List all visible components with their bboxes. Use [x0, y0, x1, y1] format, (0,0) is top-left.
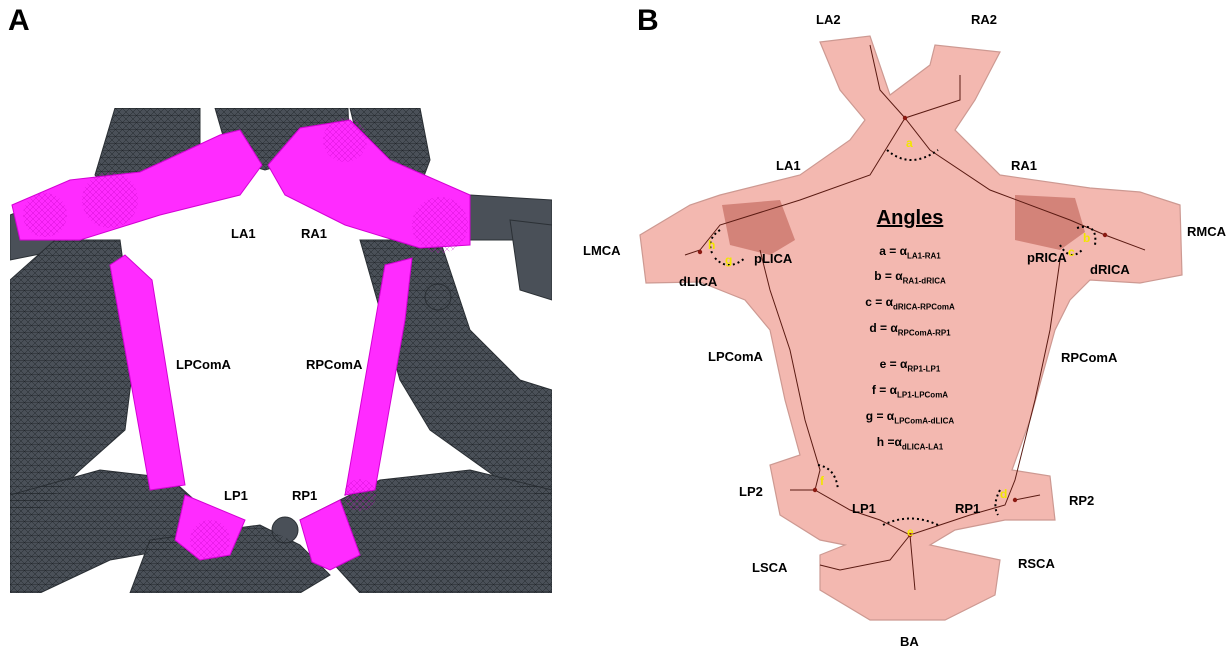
equation-h: h =αdLICA-LA1: [845, 435, 975, 451]
equation-b: b = αRA1-dRICA: [845, 269, 975, 285]
panel-b-label-rpcoma: RPComA: [1061, 350, 1117, 365]
equation-d: d = αRPComA-RP1: [845, 321, 975, 337]
angle-marker-e: e: [907, 525, 914, 539]
angle-marker-f: f: [820, 474, 824, 488]
panel-b-label-la1: LA1: [776, 158, 801, 173]
panel-b-label-rmca: RMCA: [1187, 224, 1226, 239]
angle-marker-a: a: [906, 136, 913, 150]
angle-marker-g: g: [725, 253, 732, 267]
panel-b-label-dlica: dLICA: [679, 274, 717, 289]
equation-f: f = αLP1-LPComA: [845, 383, 975, 399]
angles-title: Angles: [845, 207, 975, 230]
panel-b-label-lp2: LP2: [739, 484, 763, 499]
panel-b-label-ba: BA: [900, 634, 919, 649]
panel-b-label-rp1: RP1: [955, 501, 980, 516]
equation-e: e = αRP1-LP1: [845, 357, 975, 373]
panel-b-label-drica: dRICA: [1090, 262, 1130, 277]
panel-b-label-lmca: LMCA: [583, 243, 621, 258]
angle-marker-d: d: [1000, 487, 1007, 501]
angle-marker-b: b: [1083, 231, 1090, 245]
angle-marker-c: c: [1068, 245, 1075, 259]
panel-b-label-ra1: RA1: [1011, 158, 1037, 173]
equation-a: a = αLA1-RA1: [845, 244, 975, 260]
equation-g: g = αLPComA-dLICA: [845, 409, 975, 425]
equation-c: c = αdRICA-RPComA: [845, 295, 975, 311]
panel-b-label-lp1: LP1: [852, 501, 876, 516]
panel-b-label-plica: pLICA: [754, 251, 792, 266]
panel-b-label-lpcoma: LPComA: [708, 349, 763, 364]
panel-b-label-rp2: RP2: [1069, 493, 1094, 508]
panel-b-label-la2: LA2: [816, 12, 841, 27]
panel-b-label-rsca: RSCA: [1018, 556, 1055, 571]
angle-marker-h: h: [708, 238, 715, 252]
panel-b-label-ra2: RA2: [971, 12, 997, 27]
panel-b-label-lsca: LSCA: [752, 560, 787, 575]
panel-b-label-prica: pRICA: [1027, 250, 1067, 265]
